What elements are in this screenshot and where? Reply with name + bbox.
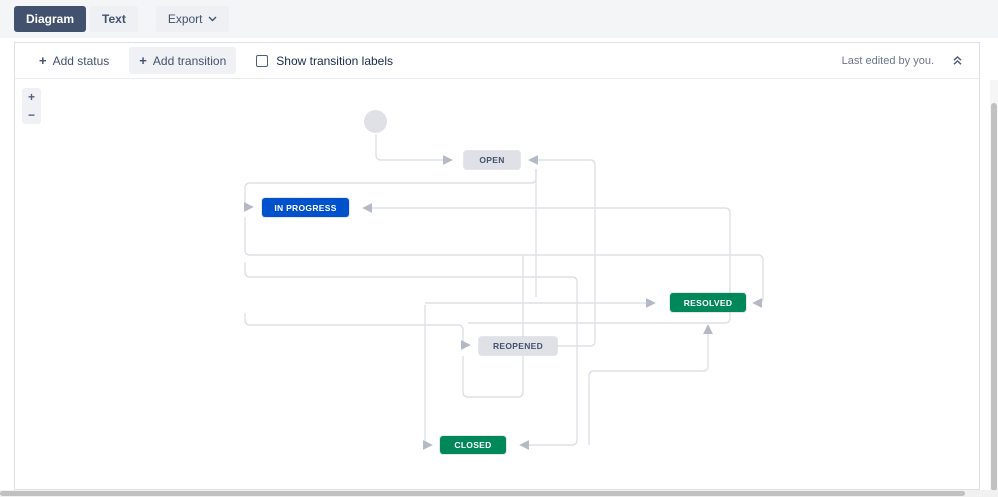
last-edited-text: Last edited by you. (841, 54, 934, 67)
add-transition-label: Add transition (152, 53, 227, 68)
status-node-in-progress[interactable]: IN PROGRESS (262, 198, 349, 217)
plus-icon: + (139, 53, 147, 68)
editor-tab-bar: Diagram Text Export (0, 0, 998, 38)
zoom-in-button[interactable]: + (22, 90, 41, 104)
status-node-reopened[interactable]: REOPENED (479, 337, 557, 355)
show-transition-labels-label[interactable]: Show transition labels (276, 53, 394, 68)
zoom-out-button[interactable]: − (22, 108, 41, 122)
status-node-open[interactable]: OPEN (464, 151, 520, 169)
horizontal-scrollbar[interactable] (0, 490, 998, 497)
show-transition-labels-control: Show transition labels (256, 54, 393, 68)
double-chevron-up-icon (953, 55, 962, 65)
status-node-resolved[interactable]: RESOLVED (670, 293, 746, 312)
export-button[interactable]: Export (155, 6, 229, 32)
workflow-editor-panel: + Add status + Add transition Show trans… (14, 42, 980, 490)
diagram-toolbar: + Add status + Add transition Show trans… (15, 43, 979, 79)
horizontal-scrollbar-thumb[interactable] (0, 491, 965, 496)
show-transition-labels-checkbox[interactable] (256, 54, 269, 67)
plus-icon: + (39, 53, 47, 68)
add-status-label: Add status (52, 53, 110, 68)
tab-text[interactable]: Text (90, 6, 138, 32)
collapse-toolbar-button[interactable] (950, 53, 965, 68)
zoom-controls: + − (22, 88, 41, 124)
export-label: Export (167, 12, 203, 26)
add-transition-button[interactable]: + Add transition (129, 47, 237, 74)
chevron-down-icon (208, 16, 217, 22)
vertical-scrollbar[interactable] (990, 80, 998, 497)
tab-diagram[interactable]: Diagram (14, 6, 87, 32)
add-status-button[interactable]: + Add status (29, 47, 119, 74)
vertical-scrollbar-thumb[interactable] (991, 103, 997, 491)
status-node-closed[interactable]: CLOSED (440, 436, 506, 454)
start-node[interactable] (364, 110, 387, 133)
